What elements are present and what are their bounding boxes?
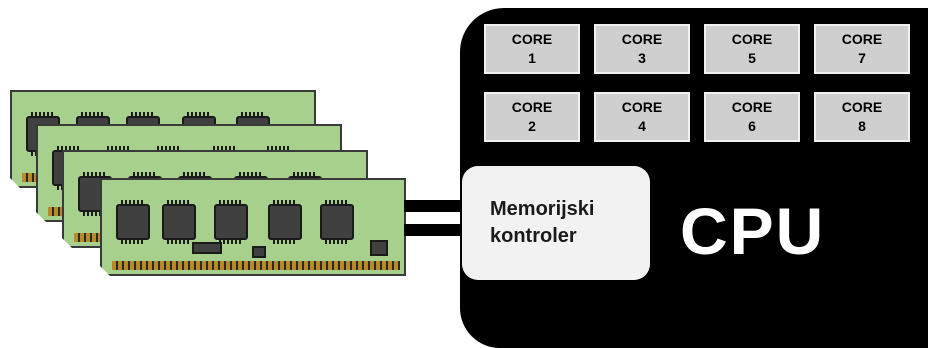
core-box: CORE 5 — [704, 24, 800, 74]
small-chip — [252, 246, 266, 258]
core-number: 2 — [528, 118, 536, 134]
core-word: CORE — [731, 31, 773, 47]
core-word: CORE — [841, 31, 883, 47]
memory-chip — [320, 204, 354, 240]
core-number: 5 — [748, 50, 756, 66]
memory-chip — [268, 204, 302, 240]
memory-controller-line2: kontroler — [490, 225, 577, 247]
core-word: CORE — [511, 99, 553, 115]
memory-controller-box: Memorijski kontroler — [462, 166, 650, 280]
memory-bus-line — [404, 224, 466, 236]
core-number: 6 — [748, 118, 756, 134]
core-word: CORE — [511, 31, 553, 47]
memory-chip — [214, 204, 248, 240]
core-number: 7 — [858, 50, 866, 66]
core-box: CORE 2 — [484, 92, 580, 142]
core-number: 3 — [638, 50, 646, 66]
core-box: CORE 7 — [814, 24, 910, 74]
core-number: 8 — [858, 118, 866, 134]
core-box: CORE 6 — [704, 92, 800, 142]
cpu-label: CPU — [680, 194, 826, 268]
core-word: CORE — [621, 31, 663, 47]
cpu-block: CORE 1 CORE 3 CORE 5 CORE 7 CORE 2 CORE … — [460, 8, 928, 348]
core-box: CORE 1 — [484, 24, 580, 74]
small-chip — [370, 240, 388, 256]
memory-bus-line — [404, 200, 466, 212]
core-box: CORE 8 — [814, 92, 910, 142]
ram-contacts — [112, 261, 400, 270]
core-box: CORE 3 — [594, 24, 690, 74]
core-box: CORE 4 — [594, 92, 690, 142]
cpu-memory-diagram: CORE 1 CORE 3 CORE 5 CORE 7 CORE 2 CORE … — [0, 8, 928, 348]
ram-module — [100, 178, 406, 276]
core-word: CORE — [841, 99, 883, 115]
core-word: CORE — [731, 99, 773, 115]
memory-controller-line1: Memorijski — [490, 198, 595, 220]
memory-chip — [116, 204, 150, 240]
core-number: 4 — [638, 118, 646, 134]
memory-chip — [162, 204, 196, 240]
small-chip — [192, 242, 222, 254]
core-word: CORE — [621, 99, 663, 115]
core-number: 1 — [528, 50, 536, 66]
